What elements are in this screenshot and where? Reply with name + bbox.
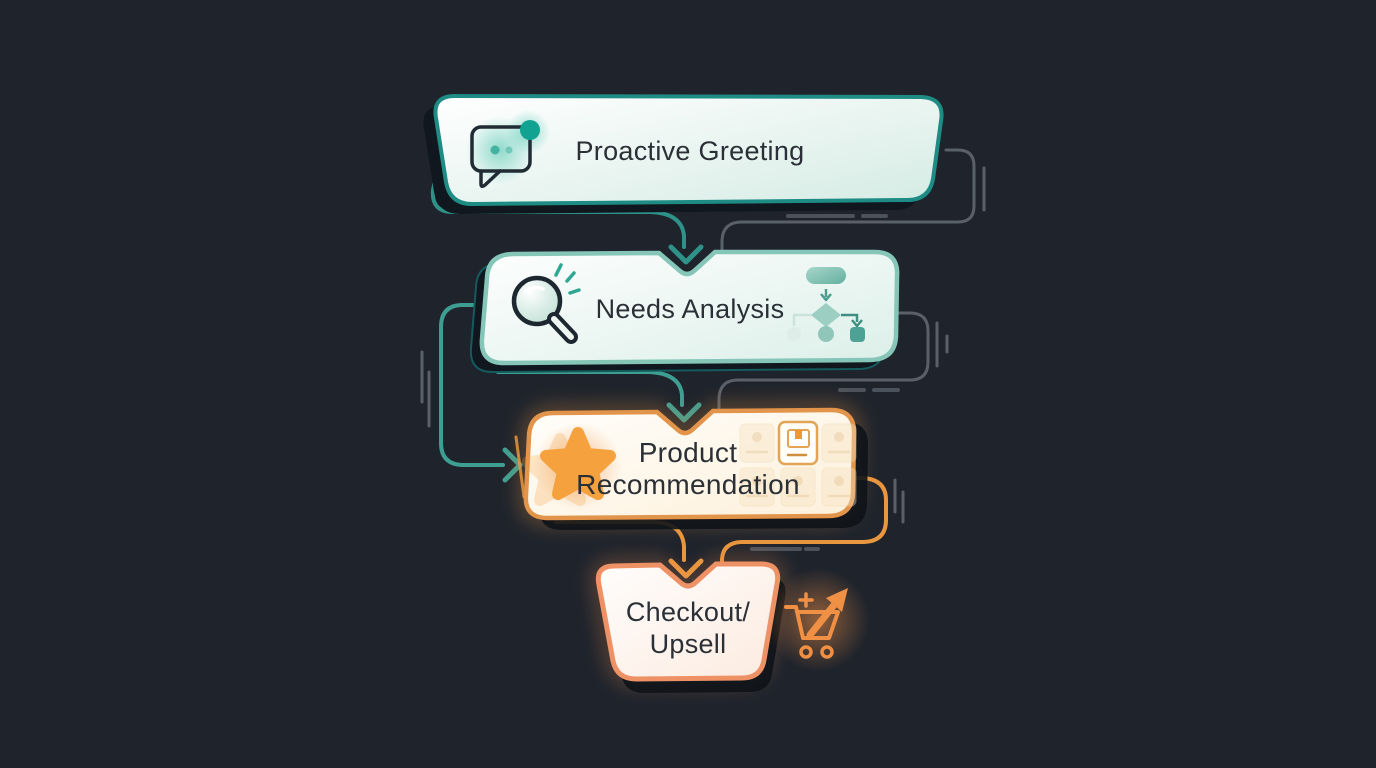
node-checkout-upsell: Checkout/ Upsell — [592, 558, 870, 693]
product-grid-icon — [739, 420, 857, 507]
decorative-traces — [420, 148, 986, 524]
connector-product-to-checkout-right — [720, 476, 888, 568]
connector-analysis-to-product-center — [496, 370, 702, 423]
node-needs-analysis: Needs Analysis — [469, 249, 900, 374]
node-label-line1: Product — [639, 437, 738, 468]
trace-right-of-node1 — [720, 148, 976, 254]
arrowhead-down-icon — [668, 244, 704, 265]
chat-bubble-icon — [466, 110, 550, 189]
node-proactive-greeting: Proactive Greeting — [423, 93, 944, 215]
star-icon — [522, 422, 622, 510]
mini-flowchart-icon — [787, 267, 865, 342]
magnifier-icon — [511, 263, 581, 344]
node-label: Proactive Greeting — [575, 136, 804, 166]
node-label-line1: Checkout/ — [626, 597, 750, 627]
node-product-recommendation: Product Recommendation — [519, 403, 869, 530]
highlighted-product-card — [777, 420, 819, 466]
node-box — [433, 93, 944, 207]
trace-right-of-node2 — [717, 311, 930, 410]
node-label-line2: Upsell — [650, 629, 727, 659]
cart-growth-icon — [766, 568, 870, 672]
node-label: Needs Analysis — [596, 294, 785, 324]
node-label-line2: Recommendation — [576, 469, 800, 500]
arrowhead-down-icon — [668, 558, 704, 579]
decorative-dashes — [750, 214, 900, 551]
node-box — [595, 561, 781, 682]
arrowhead-down-icon — [666, 402, 702, 423]
